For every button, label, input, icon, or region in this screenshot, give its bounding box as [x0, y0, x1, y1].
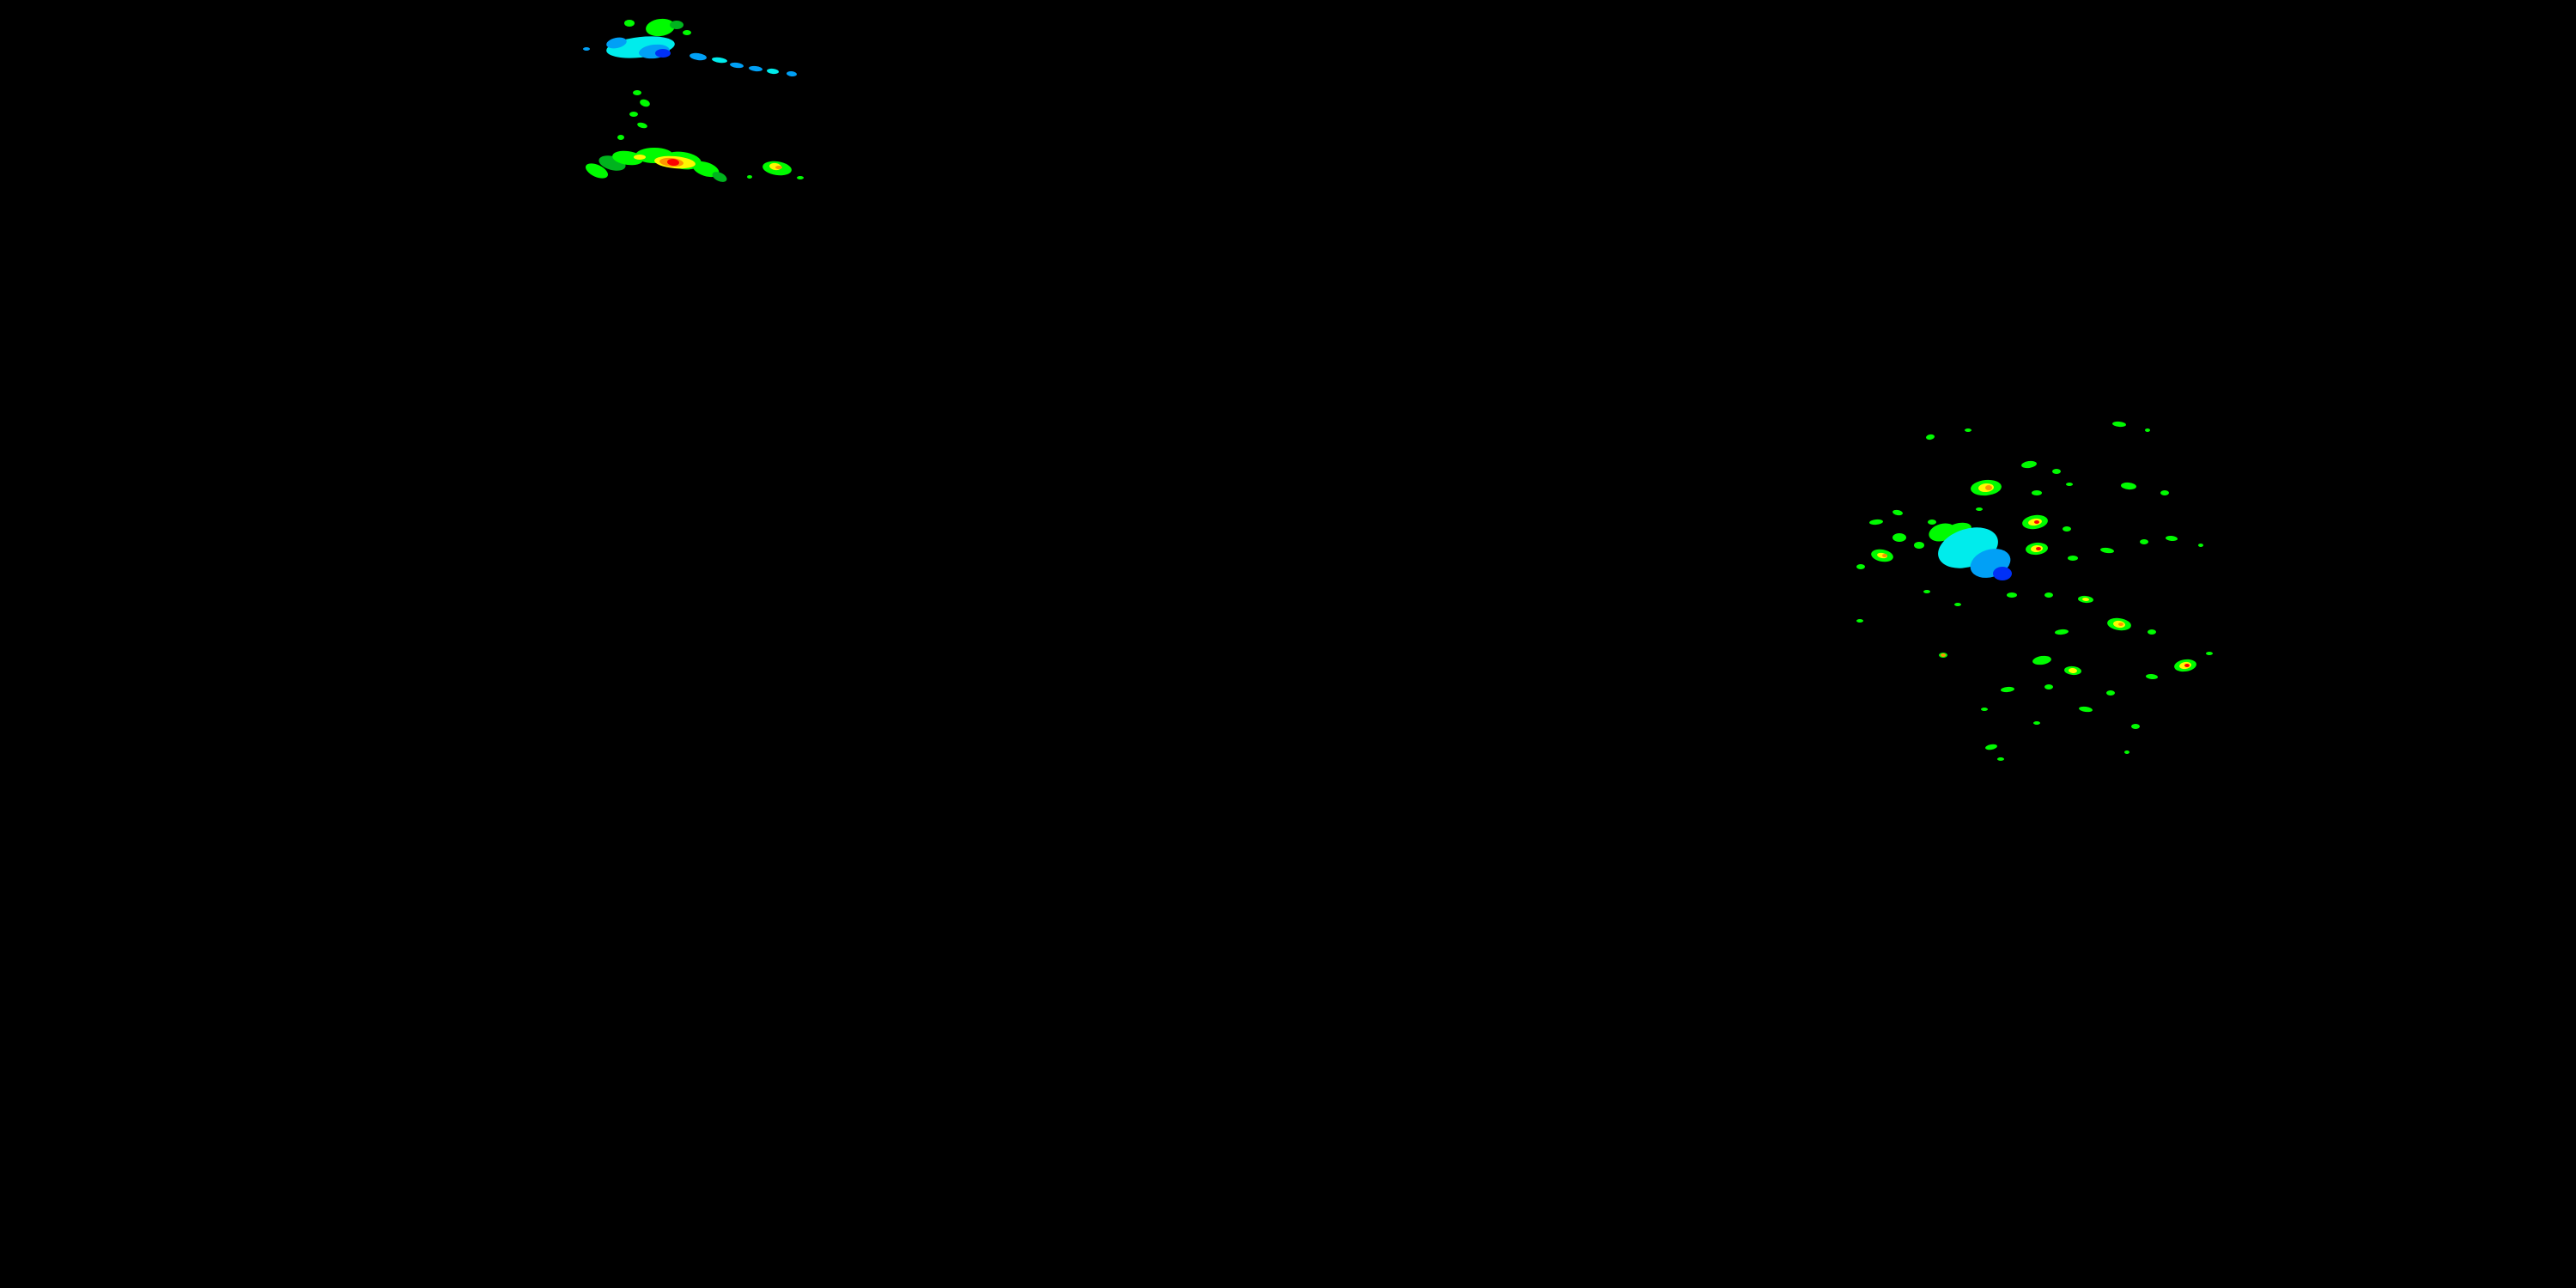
- radar-echo-green: [2100, 547, 2114, 554]
- radar-echo-green: [2206, 652, 2213, 655]
- radar-echo-green: [2032, 490, 2042, 495]
- radar-echo-green: [2044, 592, 2053, 598]
- radar-echo-green: [2044, 684, 2053, 690]
- radar-echo-light_blue: [730, 62, 744, 69]
- radar-echo-green: [2131, 724, 2140, 729]
- radar-echo-green: [2121, 482, 2136, 490]
- radar-echo-green: [1954, 603, 1961, 606]
- radar-echo-green: [2063, 526, 2071, 532]
- radar-echo-green: [1985, 744, 1997, 750]
- radar-echo-orange: [775, 166, 782, 169]
- radar-echo-light_blue: [583, 47, 590, 51]
- radar-echo-green: [1869, 519, 1883, 526]
- radar-echo-red: [2184, 664, 2190, 667]
- radar-echo-green: [633, 90, 641, 95]
- radar-echo-red: [2036, 547, 2041, 550]
- radar-echo-green: [2124, 750, 2129, 754]
- radar-echo-yellow: [2069, 667, 2077, 674]
- radar-echo-green: [646, 18, 675, 37]
- radar-echo-yellow: [2082, 597, 2089, 602]
- radar-echo-green: [2068, 556, 2078, 561]
- radar-echo-light_blue: [690, 52, 707, 61]
- radar-echo-green: [2033, 721, 2040, 725]
- radar-echo-green: [617, 135, 624, 140]
- radar-echo-green: [612, 150, 643, 166]
- radar-echo-blue: [1993, 567, 2012, 580]
- radar-echo-yellow: [634, 155, 646, 160]
- radar-echo-green: [2112, 421, 2126, 428]
- radar-echo-green: [2198, 544, 2203, 547]
- radar-echo-green: [1856, 619, 1863, 623]
- radar-echo-green: [1923, 590, 1930, 593]
- radar-echo-green: [2079, 706, 2093, 713]
- radar-echo-light_blue: [787, 70, 797, 77]
- radar-echo-green: [1914, 542, 1924, 549]
- radar-echo-green: [1965, 428, 1971, 432]
- radar-echo-green: [629, 112, 638, 117]
- radar-echo-green: [2106, 690, 2115, 696]
- radar-echo-green: [797, 176, 804, 179]
- radar-echo-green: [2160, 490, 2169, 495]
- radar-echo-green: [2007, 592, 2017, 598]
- radar-echo-green: [2052, 469, 2061, 474]
- radar-echo-green: [683, 30, 691, 35]
- radar-echo-green: [640, 99, 650, 107]
- radar-echo-green: [2066, 483, 2073, 486]
- radar-echo-green: [2021, 460, 2037, 469]
- radar-echo-green: [692, 161, 720, 178]
- radar-echo-orange: [1941, 653, 1946, 657]
- radar-echo-green: [1856, 564, 1865, 569]
- radar-echo-blue: [655, 49, 671, 58]
- radar-echo-cyan: [712, 57, 727, 64]
- radar-echo-dark_green: [670, 21, 683, 29]
- radar-echo-green: [2148, 629, 2156, 635]
- radar-echo-green: [1981, 708, 1988, 711]
- radar-echo-orange: [2118, 623, 2123, 626]
- radar-echo-green: [747, 175, 752, 179]
- radar-echo-green: [2001, 686, 2014, 693]
- radar-echo-light_blue: [606, 37, 627, 49]
- radar-echo-green: [624, 20, 635, 27]
- radar-echo-green: [2032, 655, 2051, 665]
- radar-echo-light_blue: [749, 65, 762, 72]
- radar-echo-green: [2145, 428, 2150, 432]
- radar-echo-green: [1976, 507, 1983, 511]
- radar-echo-green: [1928, 519, 1936, 525]
- radar-echo-orange: [1882, 554, 1887, 557]
- radar-echo-cyan: [767, 68, 779, 75]
- radar-echo-orange: [1985, 485, 1992, 490]
- radar-echo-green: [1893, 509, 1903, 516]
- radar-echo-green: [1893, 533, 1906, 542]
- radar-echo-green: [1997, 757, 2004, 761]
- radar-echo-red: [2034, 520, 2039, 524]
- radar-echo-green: [637, 122, 647, 129]
- radar-echo-green: [1926, 434, 1935, 440]
- northwest-echo-cluster: [583, 18, 804, 182]
- east-echo-cluster: [1856, 421, 2213, 761]
- radar-echo-green: [2166, 535, 2178, 542]
- radar-echo-green: [585, 163, 609, 179]
- radar-echo-green: [2146, 673, 2158, 680]
- radar-echo-dark_green: [712, 172, 727, 182]
- radar-echo-green: [2055, 629, 2069, 635]
- radar-echo-green: [2140, 539, 2148, 544]
- radar-echo-red: [667, 158, 679, 167]
